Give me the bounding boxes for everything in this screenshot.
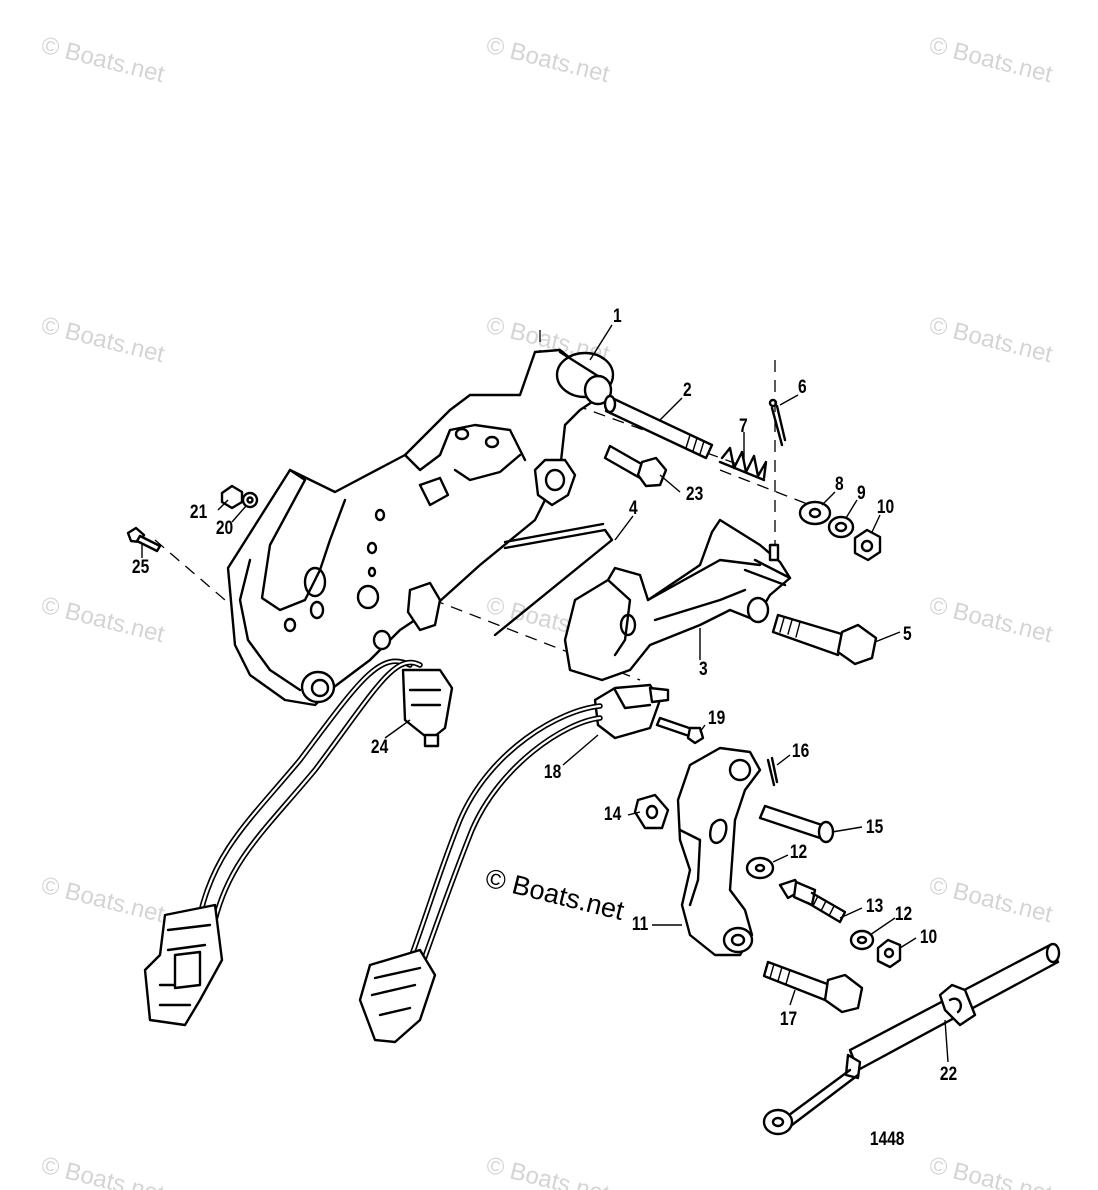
callout-8: 8 <box>835 473 844 495</box>
part-14-clip <box>633 793 670 830</box>
part-23-bolt <box>603 444 668 488</box>
callout-4: 4 <box>629 497 638 519</box>
part-16-cotter-pin <box>766 756 779 787</box>
part-10-nut-b <box>876 938 902 969</box>
figure-number: 1448 <box>870 1128 905 1150</box>
callout-20: 20 <box>216 517 233 539</box>
callout-24: 24 <box>371 736 389 758</box>
part-22-rod <box>762 942 1061 1136</box>
callout-7: 7 <box>739 415 748 437</box>
part-12-washer-b <box>849 929 875 951</box>
watermark: © Boats.net <box>927 32 1056 89</box>
watermark: © Boats.net <box>927 872 1056 929</box>
watermark: © Boats.net <box>927 1152 1056 1190</box>
part-7-spring <box>718 446 768 482</box>
callout-22: 22 <box>940 1063 957 1085</box>
callout-15: 15 <box>866 816 884 838</box>
part-20-washer <box>241 491 259 509</box>
callout-19: 19 <box>708 707 726 729</box>
watermark: © Boats.net <box>39 592 168 649</box>
callout-21: 21 <box>190 501 208 523</box>
part-15-pin <box>758 804 835 844</box>
callout-13: 13 <box>866 895 884 917</box>
callouts: 1 2 3 4 5 6 7 8 9 10 10 11 12 12 13 14 1… <box>132 305 957 1085</box>
part-11-link-arm <box>676 746 762 957</box>
callout-23: 23 <box>686 483 704 505</box>
part-3-lever <box>563 518 792 682</box>
callout-10: 10 <box>877 496 894 518</box>
watermark: © Boats.net <box>927 312 1056 369</box>
part-4-rod <box>493 522 614 637</box>
part-25-screw <box>126 526 162 553</box>
callout-12: 12 <box>895 903 912 925</box>
callout-2: 2 <box>683 379 692 401</box>
callout-3: 3 <box>699 658 708 680</box>
part-12-washer <box>745 856 775 880</box>
callout-11: 11 <box>632 913 649 935</box>
callout-16: 16 <box>792 740 810 762</box>
watermark: © Boats.net <box>484 1152 613 1190</box>
part-24-sensor <box>143 658 454 1027</box>
callout-25: 25 <box>132 556 150 578</box>
watermark: © Boats.net <box>484 32 613 89</box>
part-6-cotter-pin <box>768 398 787 447</box>
callout-6: 6 <box>798 376 807 398</box>
callout-9: 9 <box>857 482 866 504</box>
watermark: © Boats.net <box>927 592 1056 649</box>
watermark: © Boats.net <box>39 1152 168 1190</box>
callout-17: 17 <box>780 1008 797 1030</box>
leader-lines <box>141 324 949 1063</box>
callout-12: 12 <box>790 841 807 863</box>
watermark: © Boats.net <box>39 872 168 929</box>
part-19-screw <box>655 716 705 745</box>
callout-18: 18 <box>544 761 562 783</box>
callout-14: 14 <box>604 803 622 825</box>
part-2-pin <box>603 394 714 460</box>
watermark: © Boats.net <box>39 32 168 89</box>
part-1-bracket <box>226 348 615 707</box>
part-9-washer <box>827 515 855 539</box>
part-5-bolt <box>771 613 878 666</box>
part-17-bolt <box>762 960 864 1014</box>
watermark: © Boats.net <box>39 312 168 369</box>
center-watermark: © Boats.net <box>483 863 628 926</box>
part-21-nut <box>220 484 244 510</box>
callout-10: 10 <box>920 926 937 948</box>
callout-1: 1 <box>613 305 622 327</box>
part-10-nut <box>853 528 882 562</box>
part-8-washer <box>798 500 832 526</box>
part-18-switch <box>358 683 670 1044</box>
callout-5: 5 <box>903 623 912 645</box>
part-13-stud <box>778 878 847 924</box>
